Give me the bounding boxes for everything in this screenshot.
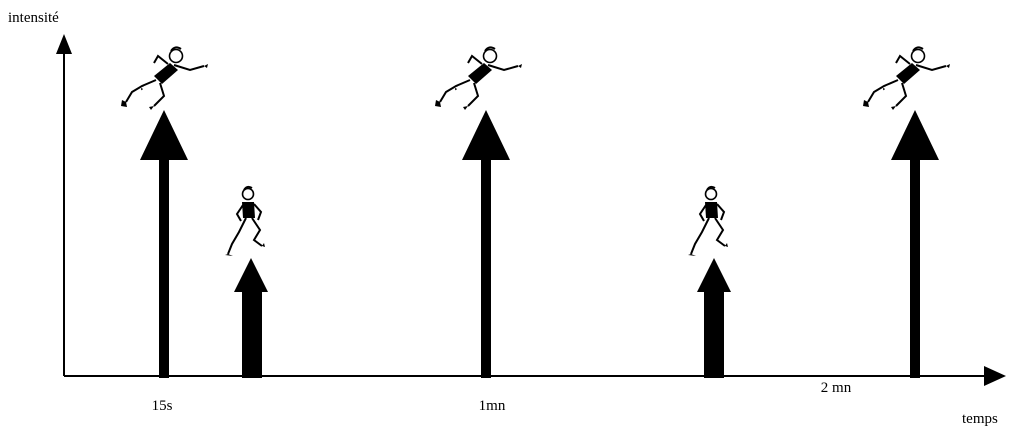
low-intensity-arrow-1 <box>234 258 268 378</box>
time-label-1mn: 1mn <box>479 398 506 414</box>
jogger-icon <box>688 187 728 256</box>
high-intensity-arrow-2 <box>462 110 510 378</box>
x-axis <box>64 366 1006 386</box>
high-intensity-arrow-3 <box>891 110 939 378</box>
sprinter-icon <box>435 47 522 110</box>
time-label-15s: 15s <box>152 398 173 414</box>
high-intensity-arrow-1 <box>140 110 188 378</box>
low-intensity-arrow-2 <box>697 258 731 378</box>
x-axis-label: temps <box>962 411 998 426</box>
sprinter-icon <box>121 47 208 110</box>
y-axis <box>56 34 72 376</box>
y-axis-label: intensité <box>8 10 59 26</box>
sprinter-icon <box>863 47 950 110</box>
jogger-icon <box>225 187 265 256</box>
time-label-2mn: 2 mn <box>821 380 852 396</box>
